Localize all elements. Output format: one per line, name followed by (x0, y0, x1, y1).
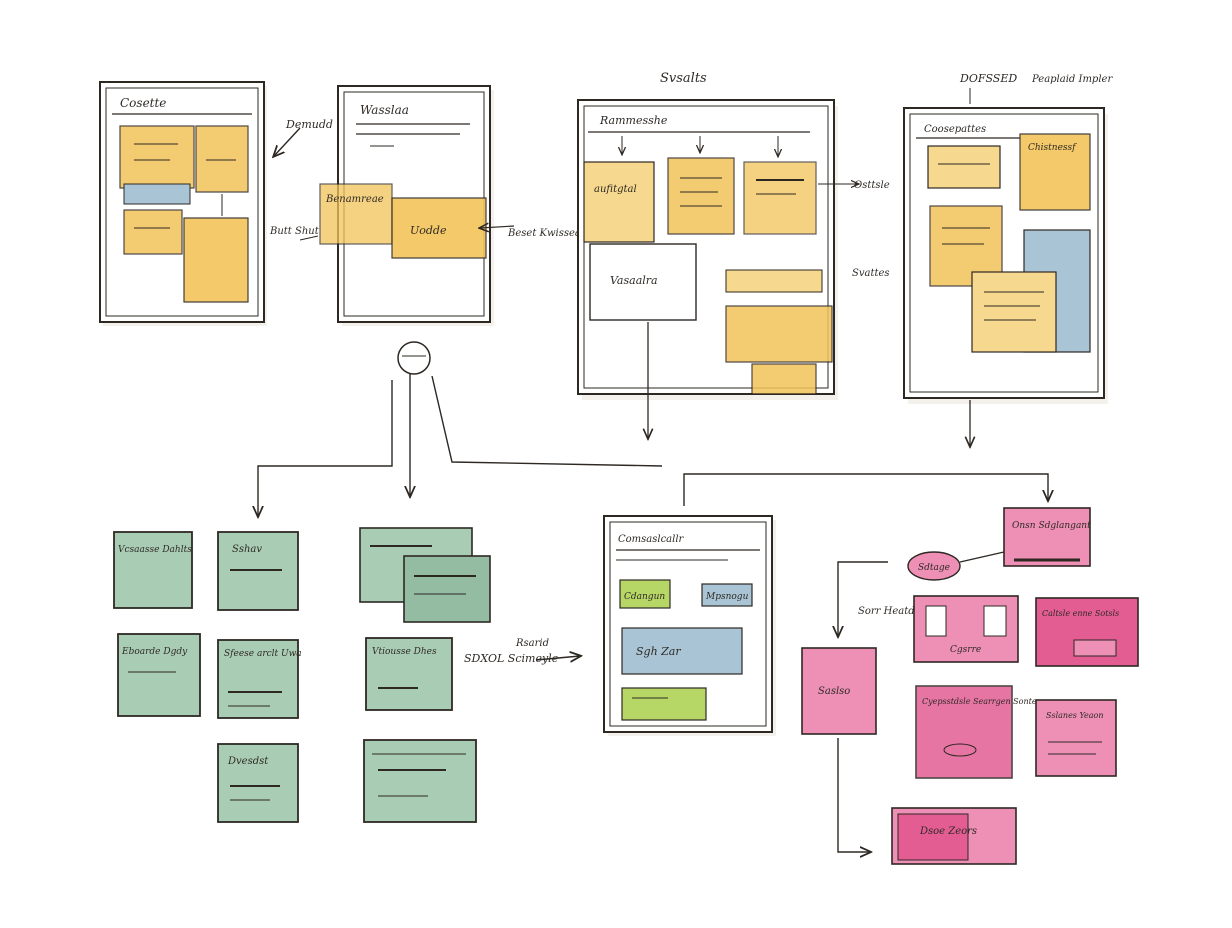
pink-card-c-label: Caltsle enne Sotsls (1042, 609, 1119, 618)
center-wireframe-title: Comsaslcallr (618, 534, 685, 545)
green-side-note: SDXOL Scimeyle (464, 652, 559, 665)
wireframe-4: DOFSSED Peaplaid Impler Coosepattes Chis… (903, 72, 1113, 446)
wire3-card-f (751, 363, 817, 395)
connectors (258, 374, 1048, 852)
wireframe-3-annotation: Osttsle (854, 180, 890, 191)
wire1-card-d (183, 217, 249, 303)
green-card-5-label: Dvesdst (227, 756, 269, 767)
pink-card-main-label: Saslso (818, 686, 850, 697)
pink-cluster: Onsn Sdglangant Sdtage Sorr Heatdls Cgsr… (801, 507, 1139, 865)
pink-card-main (801, 647, 877, 735)
green-card-3-label: Eboarde Dgdy (121, 647, 188, 657)
pink-oval (907, 551, 961, 581)
pink-card-e-label: Sslanes Yeaon (1046, 711, 1104, 720)
wire4-card-b (927, 145, 1001, 189)
pink-card-e (1035, 699, 1117, 777)
green-card-4 (217, 639, 299, 719)
wireframe-3: Svsalts Rammesshe aufitgtal Osttsle Vasa… (577, 71, 890, 438)
wire1-card-a (119, 125, 195, 189)
wire4-card-a-label: Chistnessf (1028, 143, 1077, 153)
pink-card-d (915, 685, 1013, 779)
wire4-card-a (1019, 133, 1091, 211)
pink-card-f-label: Dsoe Zeors (919, 826, 977, 837)
green-card-3 (117, 633, 201, 717)
wire2-card-a-label: Benamreae (325, 194, 384, 205)
wire3-card-b (667, 157, 735, 235)
wireframe-3-subtitle: Rammesshe (599, 114, 668, 127)
green-card-5 (217, 743, 299, 823)
wire3-box (589, 243, 697, 321)
pink-side-note: Sorr Heatdls (858, 606, 923, 617)
green-card-4-label: Sfeese arclt Uwa (224, 649, 302, 659)
wireframe-1-title: Cosette (120, 96, 166, 110)
center-chip-a-label: Cdangun (624, 592, 665, 602)
pink-header-card (1003, 507, 1091, 567)
center-wireframe: Comsaslcallr Cdangun Mpsnogu Sgh Zar (603, 515, 776, 736)
wire3-box-label: Vasaalra (610, 274, 658, 287)
green-card-overlap-front (403, 555, 491, 623)
wireframe-3-heading: Svsalts (660, 71, 707, 86)
green-card-2-label: Sshav (232, 544, 262, 555)
wireframe-2: Wasslaa Benamreae Uodde Beset Kwisseand (299, 85, 594, 375)
center-chip-d (621, 687, 707, 721)
wireframe-1: Cosette Demudd Butt Shut (99, 81, 333, 326)
wireframe-3-annotation-2: Svattes (852, 268, 890, 279)
wire1-card-b (195, 125, 249, 193)
center-chip-b-label: Mpsnogu (705, 592, 749, 602)
green-card-7 (363, 739, 477, 823)
wireframe-2-side-note: Beset Kwisseand (507, 228, 594, 239)
green-card-1 (113, 531, 193, 609)
wire3-card-d (725, 269, 823, 293)
center-chip-c (621, 627, 743, 675)
wire3-card-e (725, 305, 833, 363)
green-card-6-label: Vtiousse Dhes (372, 647, 437, 657)
pink-card-d-label: Cyepsstdsle Searrgen Sonte (922, 697, 1037, 706)
wire2-card-b-label: Uodde (410, 224, 447, 237)
wireframe-4-title: Coosepattes (924, 124, 986, 135)
pink-oval-label: Sdtage (918, 563, 950, 573)
wire2-card-b (391, 197, 487, 259)
pink-card-b-label: Cgsrre (950, 645, 981, 655)
wire3-card-a (583, 161, 655, 243)
wire2-card-a (319, 183, 393, 245)
node-circle (397, 341, 431, 375)
green-arrow-label: Rsarid (515, 638, 549, 649)
green-card-1-label: Vcsaasse Dahlts (118, 545, 192, 555)
green-cards: Vcsaasse Dahlts Sshav Eboarde Dgdy Sfees… (113, 527, 559, 823)
wire1-card-c (123, 209, 183, 255)
wireframe-4-heading-a: DOFSSED (959, 72, 1017, 85)
wireframe-2-title: Wasslaa (360, 103, 409, 117)
wireframe-1-side-note: Butt Shut (269, 226, 320, 237)
wire1-card-blue (123, 183, 191, 205)
wire4-card-d (971, 271, 1057, 353)
center-chip-a (619, 579, 671, 609)
center-chip-c-label: Sgh Zar (636, 645, 681, 658)
green-card-6 (365, 637, 453, 711)
center-chip-b (701, 583, 753, 607)
wire3-card-a-label: aufitgtal (594, 184, 637, 195)
wireframe-1-annotation: Demudd (285, 118, 333, 131)
pink-header-label: Onsn Sdglangant (1012, 521, 1091, 531)
wireframe-4-heading-b: Peaplaid Impler (1031, 74, 1113, 85)
wire3-card-c (743, 161, 817, 235)
